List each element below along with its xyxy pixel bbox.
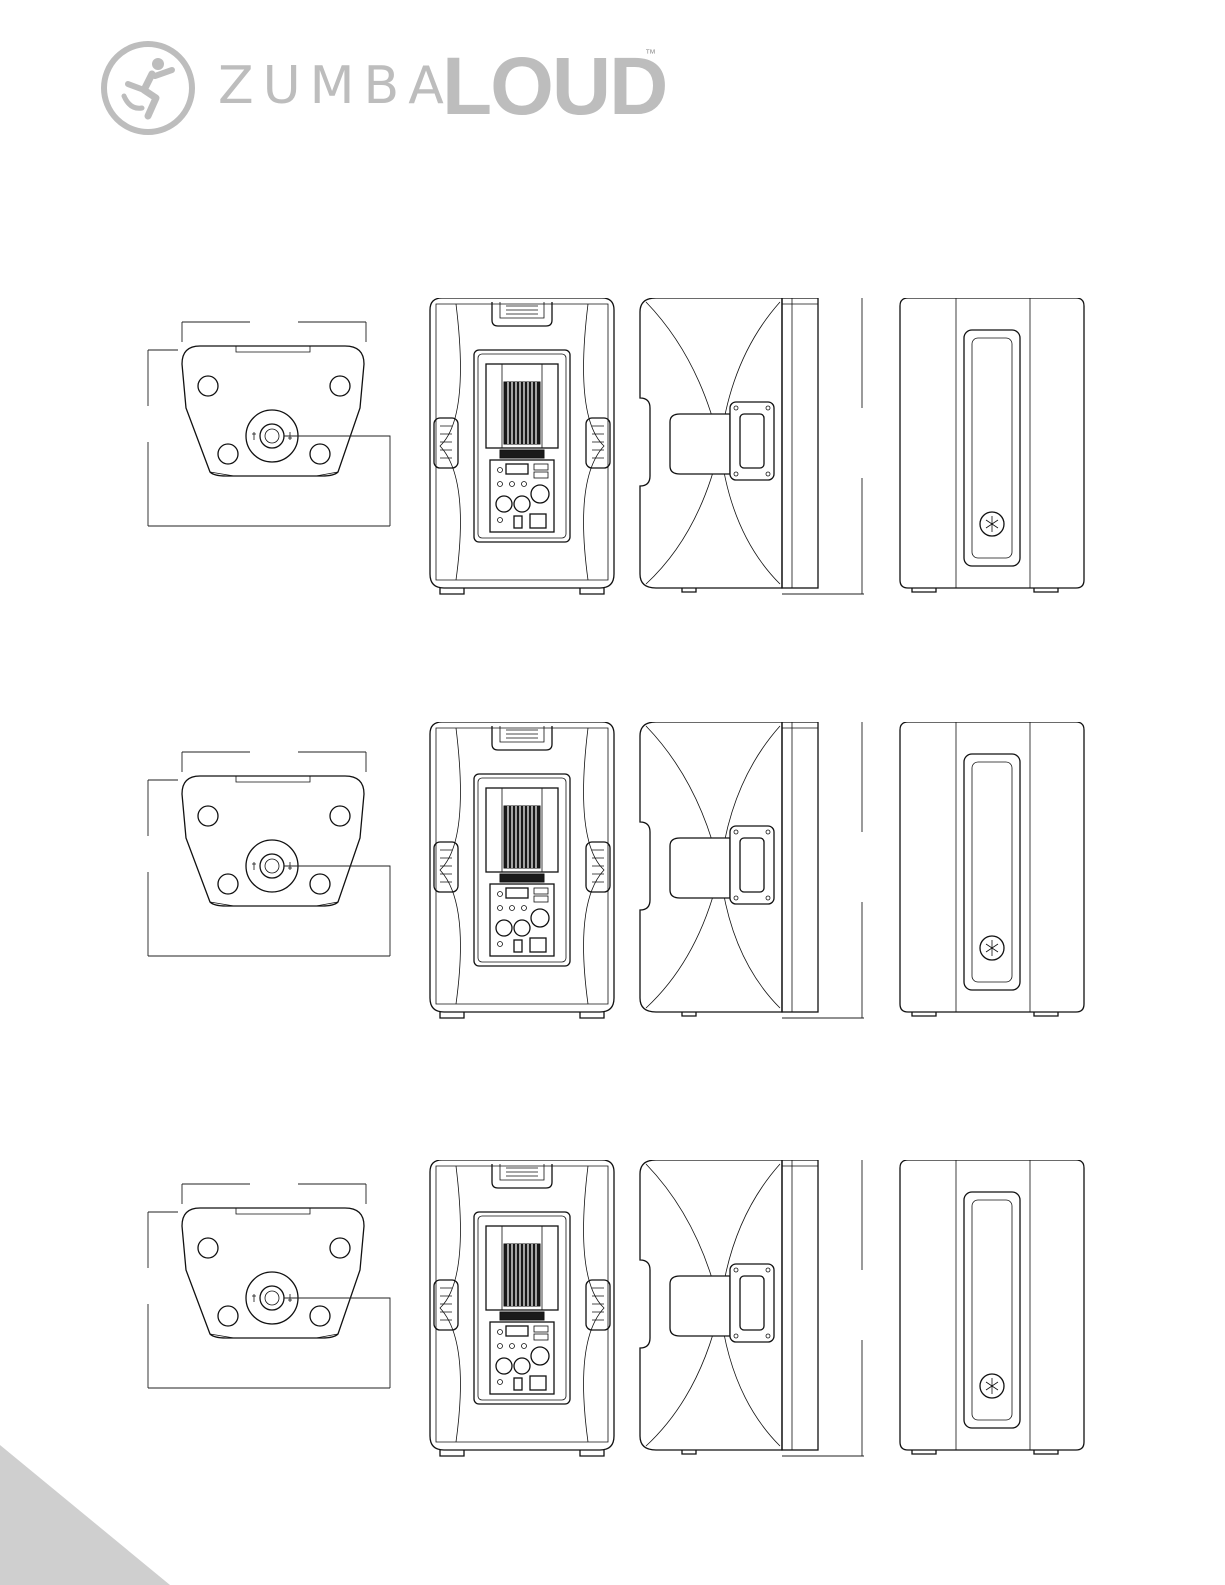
bottom-view-diagram xyxy=(148,752,390,956)
speaker-view-row-2 xyxy=(0,722,1225,1052)
rear-view-diagram xyxy=(430,722,614,1018)
trademark-symbol: ™ xyxy=(645,48,656,60)
front-view-diagram xyxy=(900,722,1084,1016)
side-view-diagram xyxy=(640,722,864,1018)
logo-word-zumba: ZUMBA xyxy=(218,56,453,116)
corner-decoration-triangle xyxy=(0,1445,170,1585)
rear-view-diagram xyxy=(430,298,614,594)
speaker-view-row-1 xyxy=(0,298,1225,628)
speaker-view-row-3 xyxy=(0,1160,1225,1490)
rear-view-diagram xyxy=(430,1160,614,1456)
front-view-diagram xyxy=(900,298,1084,592)
zumba-figure-logo-icon xyxy=(100,40,196,136)
side-view-diagram xyxy=(640,1160,864,1456)
side-view-diagram xyxy=(640,298,864,594)
bottom-view-diagram xyxy=(148,1184,390,1388)
logo-word-loud: LOUD xyxy=(442,40,666,134)
front-view-diagram xyxy=(900,1160,1084,1454)
bottom-view-diagram xyxy=(148,322,390,526)
brand-logo: ZUMBA LOUD ™ xyxy=(100,38,680,138)
